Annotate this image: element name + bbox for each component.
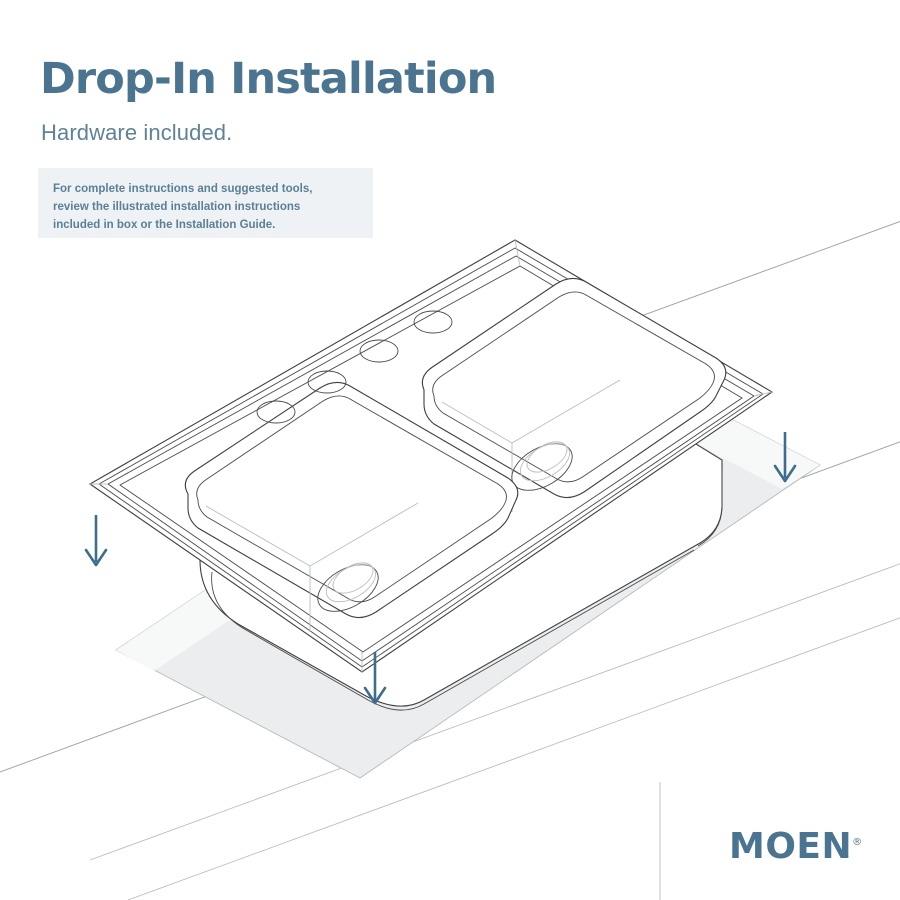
sink-basin-left [184, 381, 519, 632]
basin-left-drain [317, 562, 379, 612]
faucet-hole-2 [359, 339, 399, 363]
sink-body [88, 239, 774, 711]
info-panel: For complete instructions and suggested … [38, 168, 373, 238]
basin-left-inner-wall [205, 502, 419, 632]
registered-trademark-icon: ® [852, 837, 863, 848]
arrow-bottom-icon [363, 652, 387, 705]
info-line-2: review the illustrated installation inst… [53, 200, 301, 213]
countertop-back-edge [621, 221, 900, 324]
arrow-right-icon [773, 432, 797, 483]
sink-shell-right-edge [697, 470, 723, 547]
basin-left-rim-inner [196, 395, 507, 603]
sink-shell-bottom-fold [211, 549, 695, 711]
page-subtitle: Hardware included. [41, 120, 233, 145]
page-title: Drop-In Installation [40, 54, 497, 104]
countertop-front-edge-lower [127, 617, 900, 900]
basin-right-rim [421, 277, 727, 499]
moen-logo-text: MOEN [729, 826, 853, 867]
info-line-3: included in box or the Installation Guid… [53, 218, 276, 231]
direction-arrows [84, 432, 797, 705]
sink-basin-right [421, 277, 727, 512]
basin-right-rim-inner [432, 291, 715, 483]
faucet-hole-3 [307, 370, 347, 394]
moen-logo: MOEN® [729, 826, 863, 867]
countertop-front-edge-bevel [89, 563, 900, 861]
arrow-left-icon [84, 515, 108, 567]
basin-left-rim [184, 381, 519, 619]
sink-deck-corner-detail [90, 239, 773, 672]
info-panel-text: For complete instructions and suggested … [53, 181, 363, 234]
faucet-hole-group [256, 310, 453, 424]
faucet-hole-1 [413, 310, 453, 334]
info-line-1: For complete instructions and suggested … [53, 183, 313, 195]
faucet-hole-4 [256, 400, 296, 424]
